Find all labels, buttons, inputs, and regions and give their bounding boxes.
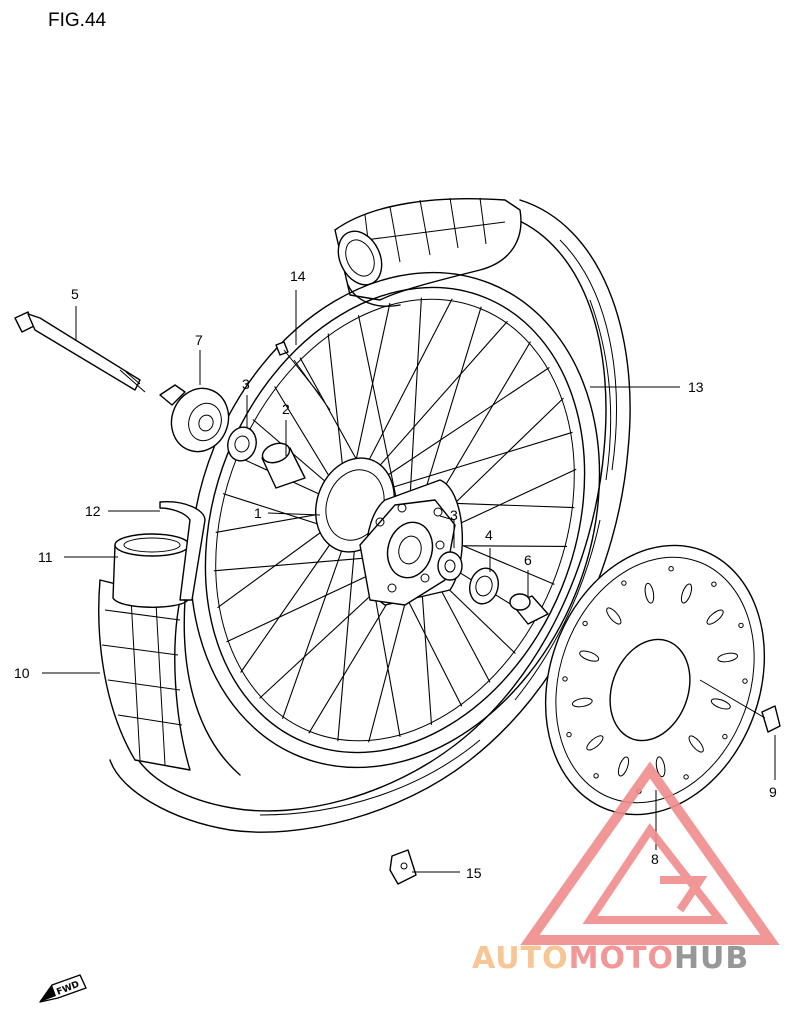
spoke: [356, 320, 508, 492]
part-number-7: 7: [195, 332, 203, 348]
disc-hole: [566, 731, 572, 738]
part-number-6: 6: [524, 552, 532, 568]
watermark: AUTOMOTOHUB: [472, 761, 780, 976]
disc-hole: [668, 566, 674, 572]
disc-hole: [683, 774, 689, 780]
part-number-15: 15: [466, 865, 482, 881]
disc-hole: [562, 676, 568, 682]
spoke-nipple: [275, 341, 331, 411]
spoke: [364, 431, 573, 497]
part-number-3-right: 3: [450, 507, 458, 523]
disc-hole: [738, 622, 744, 629]
disc-hole: [593, 773, 599, 779]
part-number-2: 2: [282, 401, 290, 417]
disc-slot: [655, 756, 666, 778]
brake-disc: [544, 544, 766, 816]
disc-slot: [710, 698, 731, 710]
axle-spacer: [261, 442, 306, 489]
disc-hole: [711, 581, 717, 587]
axle: [14, 311, 146, 393]
disc-slot: [571, 697, 593, 708]
cable-clamp: [389, 849, 417, 885]
wheel-bearing-right: [437, 551, 463, 581]
spoke: [281, 518, 354, 719]
part-number-8: 8: [651, 851, 659, 867]
axle-collar: [509, 593, 549, 625]
part-number-9: 9: [769, 784, 777, 800]
part-number-5: 5: [71, 286, 79, 302]
part-number-13: 13: [688, 379, 704, 395]
part-number-11: 11: [38, 549, 53, 565]
watermark-hub: HUB: [674, 941, 749, 976]
spoke: [337, 518, 358, 742]
disc-slot: [617, 756, 630, 777]
disc-hole: [742, 678, 748, 684]
disc-hole: [621, 580, 627, 586]
part-number-3-left: 3: [242, 376, 250, 392]
part-number-10: 10: [14, 665, 30, 681]
disc-slot: [606, 607, 622, 625]
figure-title: FIG.44: [48, 10, 107, 31]
part-number-1: 1: [254, 505, 262, 521]
watermark-moto: MOTO: [569, 941, 674, 976]
part-number-4: 4: [485, 527, 493, 543]
disc-slot: [644, 582, 655, 604]
hub: [314, 457, 464, 606]
disc-slot: [717, 652, 739, 663]
tire-outline: [109, 199, 631, 833]
wheel-bearing-left: [227, 426, 257, 462]
oil-seal: [468, 567, 500, 605]
spoke: [360, 367, 550, 494]
disc-slot: [579, 650, 600, 662]
disc-slot: [680, 583, 693, 604]
leader-lines: [42, 290, 776, 873]
disc-hole: [722, 733, 728, 740]
disc-bolt: [699, 679, 781, 733]
watermark-text: AUTOMOTOHUB: [472, 941, 749, 976]
part-number-12: 12: [85, 503, 101, 519]
part-number-14: 14: [290, 268, 306, 284]
disc-slot: [586, 735, 604, 751]
disc-slot: [706, 609, 724, 625]
speedometer-gearbox: [159, 384, 230, 453]
watermark-logo-triangle: [520, 761, 780, 945]
part-numbers: 1 2 3 3 4 5 6 7 8 9 10 11 12 13 14 15: [14, 268, 777, 881]
tire-cutaway: [98, 501, 241, 776]
disc-slot: [688, 735, 704, 753]
watermark-auto: AUTO: [472, 941, 569, 976]
disc-hole: [582, 620, 588, 627]
fwd-direction-badge: FWD: [39, 974, 87, 1003]
tire-top-tread: [334, 197, 522, 307]
